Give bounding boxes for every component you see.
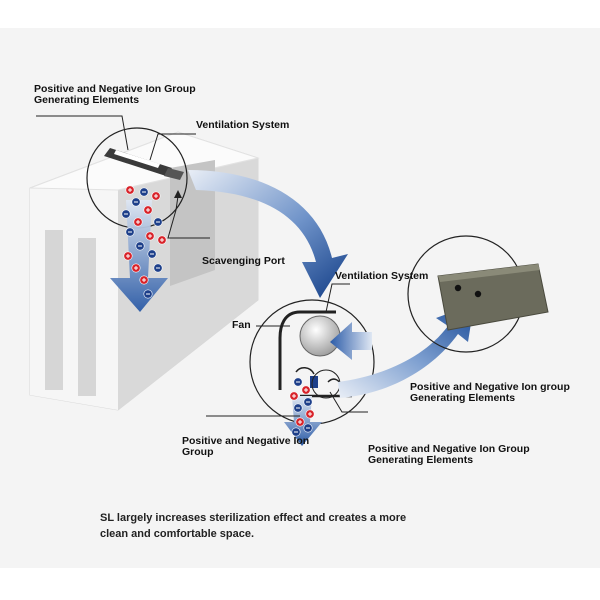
top-vent-element [104, 148, 184, 180]
label-ventilation-top: Ventilation System [196, 119, 290, 131]
label-fan: Fan [232, 319, 251, 331]
ion-element-plate [437, 263, 549, 331]
label-ion-group: Positive and Negative Ion Group [182, 435, 310, 458]
mid-leader-lines [206, 283, 368, 417]
cabinet-down-arrow [110, 200, 168, 312]
label-ventilation-mid: Ventilation System [335, 270, 429, 282]
label-top-ion-elements: Positive and Negative Ion Group Generati… [34, 83, 196, 106]
label-bottom-ion-elements: Positive and Negative Ion Group Generati… [368, 443, 530, 466]
intake-arrow [330, 322, 372, 360]
label-scavenging-port: Scavenging Port [202, 255, 285, 267]
curved-flow-arrow [188, 170, 348, 298]
caption: SL largely increases sterilization effec… [100, 512, 407, 540]
label-right-ion-elements: Positive and Negative Ion group Generati… [410, 381, 570, 404]
ion-particles [121, 185, 315, 437]
top-leader-lines [36, 115, 210, 239]
